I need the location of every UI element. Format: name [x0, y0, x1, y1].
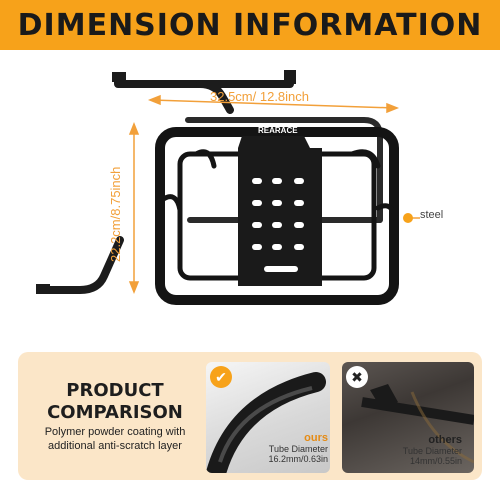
- page-title: DIMENSION INFORMATION: [17, 8, 483, 43]
- header-banner: [0, 0, 500, 50]
- cross-icon: ✖: [346, 366, 368, 388]
- ours-tube-image: [206, 372, 326, 473]
- others-caption: others Tube Diameter 14mm/0.55in: [382, 434, 462, 466]
- width-dimension-label: 32.5cm/ 12.8inch: [210, 89, 310, 104]
- rack-image: [36, 70, 420, 305]
- others-tube-image: [361, 384, 474, 464]
- ours-caption: ours Tube Diameter 16.2mm/0.63in: [252, 432, 328, 464]
- ours-caption-title: Tube Diameter: [268, 444, 328, 454]
- ours-label: ours: [304, 432, 328, 444]
- others-caption-title: Tube Diameter: [402, 446, 462, 456]
- others-label: others: [428, 434, 462, 446]
- others-diameter-value: 14mm/0.55in: [409, 456, 462, 466]
- comparison-title: PRODUCT COMPARISON: [30, 380, 200, 424]
- brand-label: REARACE: [258, 126, 298, 135]
- check-icon: ✔: [210, 366, 232, 388]
- ours-photo: [206, 362, 330, 473]
- comparison-title-line2: COMPARISON: [47, 402, 183, 423]
- ours-diameter-value: 16.2mm/0.63in: [268, 454, 328, 464]
- height-dimension-label: 22.2cm/8.75inch: [108, 166, 123, 262]
- material-label: steel: [420, 209, 444, 221]
- comparison-description: Polymer powder coating with additional a…: [44, 426, 186, 452]
- comparison-title-line1: PRODUCT: [66, 380, 164, 401]
